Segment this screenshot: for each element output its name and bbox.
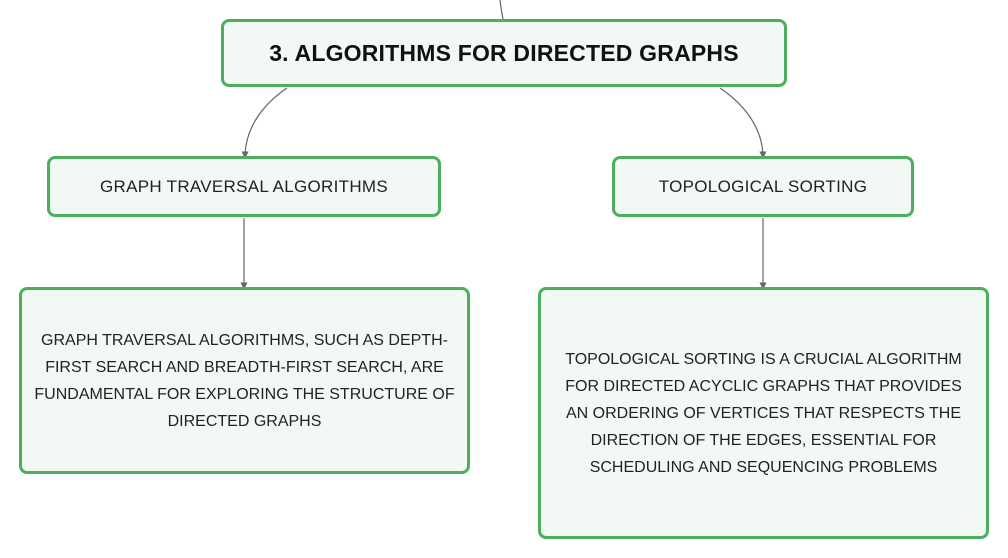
graph-traversal-label: GRAPH TRAVERSAL ALGORITHMS xyxy=(99,176,389,196)
topological-sorting-node[interactable]: TOPOLOGICAL SORTING xyxy=(612,156,914,217)
connector-root-to-graph-traversal xyxy=(241,87,288,159)
topological-sorting-description: TOPOLOGICAL SORTING IS A CRUCIAL ALGORIT… xyxy=(565,350,962,476)
connector-root-to-topological-sorting xyxy=(719,87,767,159)
graph-traversal-description: GRAPH TRAVERSAL ALGORITHMS, SUCH AS DEPT… xyxy=(34,331,455,430)
topological-sorting-description-node[interactable]: TOPOLOGICAL SORTING IS A CRUCIAL ALGORIT… xyxy=(538,287,989,539)
root-node-label: 3. ALGORITHMS FOR DIRECTED GRAPHS xyxy=(269,39,739,66)
incoming-connector xyxy=(499,0,504,20)
graph-traversal-node[interactable]: GRAPH TRAVERSAL ALGORITHMS xyxy=(47,156,441,217)
topological-sorting-label: TOPOLOGICAL SORTING xyxy=(658,176,868,196)
root-node[interactable]: 3. ALGORITHMS FOR DIRECTED GRAPHS xyxy=(221,19,787,87)
graph-traversal-description-node[interactable]: GRAPH TRAVERSAL ALGORITHMS, SUCH AS DEPT… xyxy=(19,287,470,474)
